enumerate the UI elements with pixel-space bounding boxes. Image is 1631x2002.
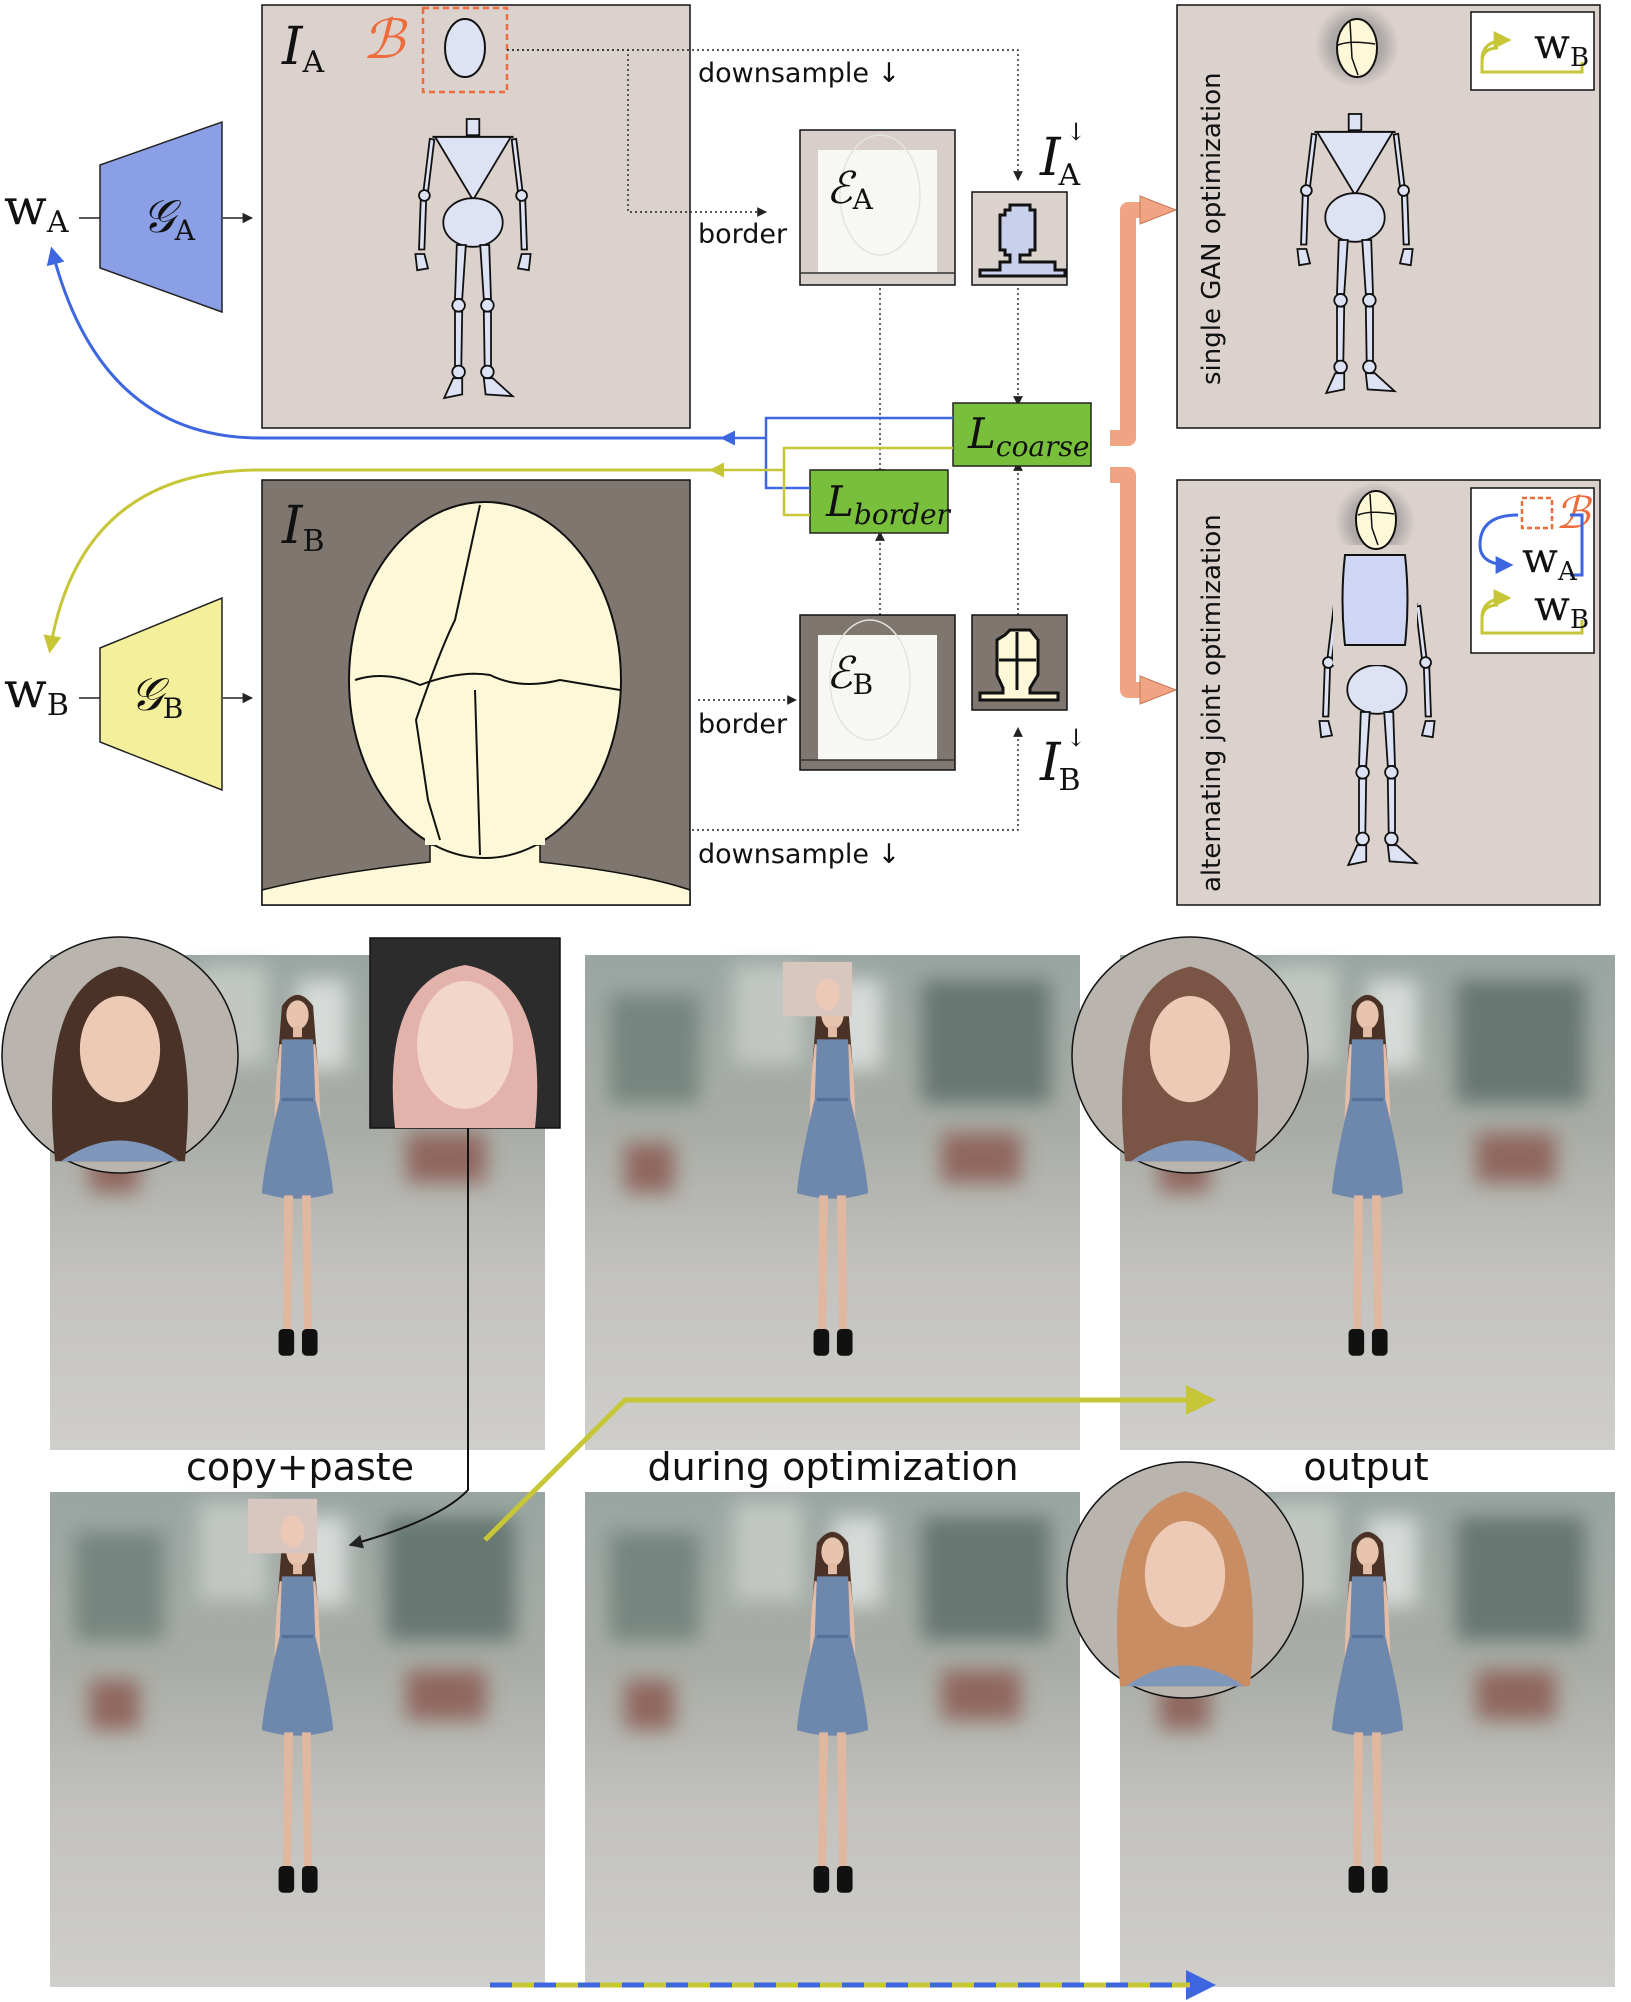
caption-during: during optimization — [647, 1445, 1018, 1489]
generator-a: 𝒢A — [99, 120, 223, 314]
downsampled-i-a: IA ↓ — [971, 118, 1086, 286]
b-symbol: ℬ — [362, 8, 408, 71]
pasted-face-box — [247, 1498, 318, 1554]
caption-output: output — [1303, 1445, 1428, 1489]
mannequin-head-a — [444, 18, 486, 78]
alternating-label: alternating joint optimization — [1197, 514, 1227, 892]
loss-coarse: Lcoarse — [952, 402, 1092, 467]
blue-arrow-to-w-a — [46, 246, 723, 440]
blue-gradient-lines — [764, 416, 953, 490]
i-b-label: IB — [281, 496, 325, 559]
i-a-down-label: IA — [1039, 128, 1081, 193]
legend-bot-w-b: wB — [1534, 581, 1589, 635]
yellow-arrow-to-w-b — [43, 468, 712, 654]
border-image-e-a: ℰA — [799, 129, 956, 286]
salmon-arrow-top — [1110, 202, 1145, 446]
svg-text:Lborder: Lborder — [825, 477, 952, 531]
border-bottom-label: border — [698, 709, 788, 740]
border-top-label: border — [698, 219, 788, 250]
downsample-arrow-a — [507, 49, 1023, 181]
w-a-label: wA — [4, 178, 69, 240]
panel-i-a: IA ℬ — [261, 4, 691, 429]
i-b-down-label: IB — [1039, 733, 1081, 798]
i-b-down-arrow: ↓ — [1066, 724, 1086, 752]
photo-during-bottom — [585, 1492, 1080, 1987]
border-image-e-b: ℰB — [799, 614, 956, 771]
photo-copy-paste — [50, 1492, 545, 1987]
inset-face-output-top — [1071, 936, 1309, 1174]
photo-during-top — [585, 955, 1080, 1450]
w-b-label: wB — [4, 661, 69, 723]
e-b-label: ℰB — [826, 648, 873, 701]
photo-arrows — [348, 1128, 1216, 2000]
loss-border: Lborder — [809, 469, 952, 534]
photo-grid — [1, 936, 1615, 1987]
inset-face-output-bottom — [1066, 1461, 1304, 1699]
yellow-gradient-lines — [782, 446, 953, 517]
downsample-top-label: downsample ↓ — [698, 58, 900, 89]
inset-face-a — [1, 936, 239, 1174]
downsample-arrow-b — [692, 727, 1023, 831]
single-gan-label: single GAN optimization — [1197, 72, 1227, 385]
optimizing-face-box — [782, 961, 853, 1017]
e-a-label: ℰA — [826, 163, 874, 216]
yellow-progress-arrow — [483, 1385, 1216, 1542]
panel-alternating: alternating joint optimization ℬ wA wB — [1176, 479, 1601, 906]
panel-i-b: IB — [261, 479, 691, 906]
generator-b: 𝒢B — [99, 596, 223, 792]
legend-bot-w-a: wA — [1522, 533, 1578, 587]
i-a-label: IA — [281, 17, 325, 80]
panel-single-gan: single GAN optimization wB — [1176, 3, 1601, 429]
downsample-bottom-label: downsample ↓ — [698, 839, 900, 870]
caption-copy-paste: copy+paste — [186, 1445, 414, 1489]
inset-face-b — [369, 937, 561, 1129]
i-a-down-arrow: ↓ — [1066, 118, 1086, 146]
copy-arrow — [348, 1128, 469, 1549]
downsampled-i-b: IB ↓ — [971, 614, 1086, 798]
salmon-arrow-bottom — [1110, 467, 1145, 698]
legend-top-w-b: wB — [1534, 19, 1589, 73]
svg-text:Lcoarse: Lcoarse — [967, 409, 1089, 463]
